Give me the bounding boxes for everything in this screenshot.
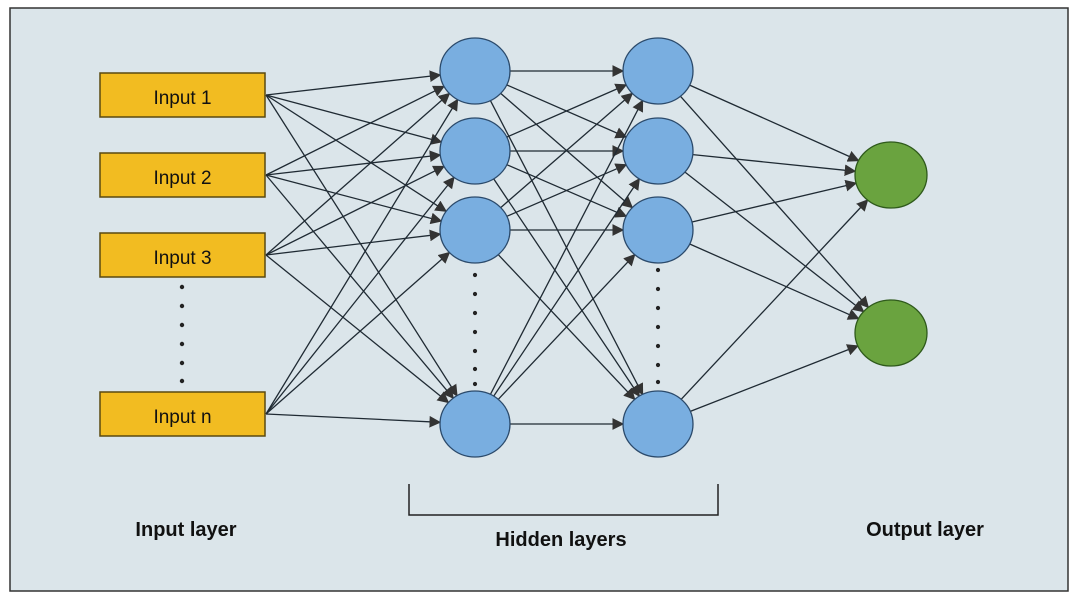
edge-hidden1-to-hidden2 — [506, 163, 628, 217]
edge-hidden1-to-hidden2 — [497, 253, 636, 400]
edge-hidden1-to-hidden2 — [493, 177, 640, 397]
edge-input-to-hidden1 — [265, 70, 442, 96]
edge-input-to-hidden1 — [265, 165, 446, 256]
hidden-neuron — [622, 37, 694, 105]
input-layer: Input 1 Input 2 Input 3 Input n — [99, 72, 266, 437]
edge-hidden2-to-output — [689, 84, 860, 162]
input-node-label: Input 1 — [153, 88, 211, 109]
edge-input-to-hidden1 — [265, 176, 455, 415]
input-node-label: Input n — [153, 407, 211, 428]
edge-input-to-hidden1 — [265, 94, 458, 397]
edge-hidden2-to-output — [689, 243, 860, 320]
edge-hidden2-to-output — [680, 199, 869, 400]
hidden-neuron — [622, 390, 694, 458]
input-node-n: Input n — [99, 391, 266, 437]
edge-input-to-hidden1 — [265, 94, 448, 212]
hidden-layer-1-ellipsis — [472, 272, 478, 387]
edge-hidden1-to-hidden2 — [500, 92, 634, 209]
input-ellipsis — [179, 284, 185, 384]
edge-input-to-hidden1 — [265, 94, 443, 145]
connection-edges — [265, 65, 870, 430]
edge-hidden1-to-hidden2 — [489, 99, 644, 395]
edge-input-to-hidden1 — [265, 150, 442, 176]
hidden-neuron — [439, 196, 511, 264]
edge-hidden2-to-output — [690, 344, 859, 413]
edge-input-to-hidden1 — [265, 251, 451, 415]
edge-hidden1-to-hidden2 — [506, 83, 628, 138]
hidden-layers-bracket — [408, 484, 719, 516]
edge-hidden2-to-output — [692, 153, 857, 177]
edge-input-to-hidden1 — [265, 98, 459, 415]
hidden-layer-2 — [622, 37, 694, 458]
output-layer-label: Output layer — [866, 519, 984, 541]
hidden-layers-label: Hidden layers — [495, 529, 626, 551]
edge-input-to-hidden1 — [265, 229, 442, 256]
edge-input-to-hidden1 — [265, 174, 455, 399]
hidden-neuron — [439, 117, 511, 185]
edge-hidden2-to-output — [684, 171, 865, 313]
hidden-neuron — [622, 196, 694, 264]
input-layer-label: Input layer — [135, 519, 236, 541]
hidden-neuron — [439, 37, 511, 105]
edge-input-to-hidden1 — [265, 413, 442, 428]
edge-hidden2-to-output — [691, 179, 858, 223]
input-node-3: Input 3 — [99, 232, 266, 278]
input-node-label: Input 3 — [153, 248, 211, 269]
output-layer — [854, 141, 928, 367]
edge-input-to-hidden1 — [265, 85, 446, 176]
input-node-1: Input 1 — [99, 72, 266, 118]
output-neuron — [854, 299, 928, 367]
hidden-neuron — [439, 390, 511, 458]
hidden-neuron — [622, 117, 694, 185]
hidden-layer-2-ellipsis — [655, 267, 661, 385]
edge-input-to-hidden1 — [265, 174, 443, 225]
input-node-label: Input 2 — [153, 168, 211, 189]
hidden-layer-1 — [439, 37, 511, 458]
output-neuron — [854, 141, 928, 209]
edge-input-to-hidden1 — [265, 254, 450, 404]
input-node-2: Input 2 — [99, 152, 266, 198]
edge-input-to-hidden1 — [265, 92, 451, 256]
